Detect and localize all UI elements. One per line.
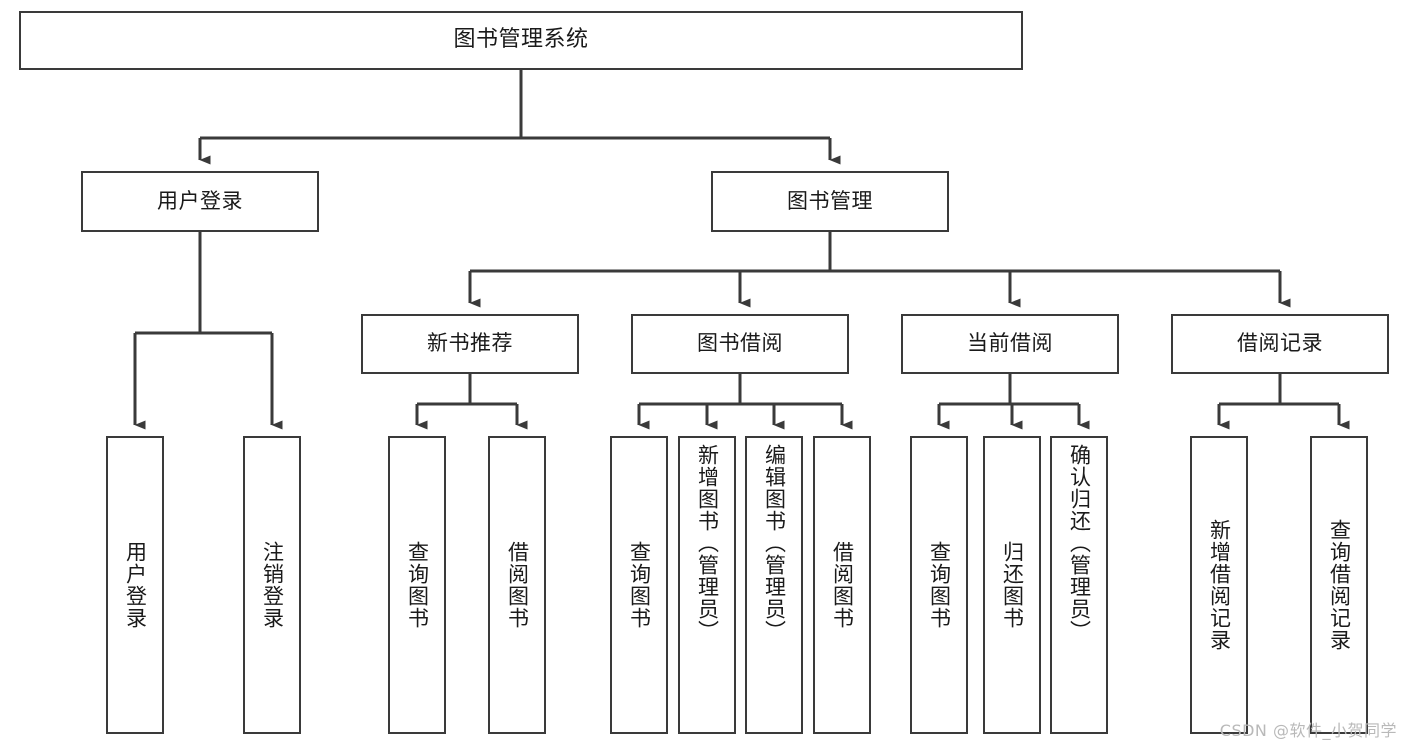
node-borrow-record[interactable]: 借阅记录 bbox=[1171, 314, 1389, 374]
node-root[interactable]: 图书管理系统 bbox=[19, 11, 1023, 70]
node-leaf-user-login-label: 用户登录 bbox=[123, 541, 148, 629]
watermark-text: CSDN @软件_小贺同学 bbox=[1219, 721, 1397, 740]
node-leaf-query-book-3-label: 查询图书 bbox=[927, 541, 952, 629]
node-new-book-recommend-label: 新书推荐 bbox=[427, 331, 513, 356]
node-leaf-return-book[interactable]: 归还图书 bbox=[983, 436, 1041, 734]
node-leaf-query-book-1[interactable]: 查询图书 bbox=[388, 436, 446, 734]
node-new-book-recommend[interactable]: 新书推荐 bbox=[361, 314, 579, 374]
node-leaf-logout[interactable]: 注销登录 bbox=[243, 436, 301, 734]
node-leaf-user-login[interactable]: 用户登录 bbox=[106, 436, 164, 734]
node-leaf-query-book-2-label: 查询图书 bbox=[627, 541, 652, 629]
node-leaf-edit-book-label: 编辑图书（管理员） bbox=[762, 444, 787, 642]
node-leaf-add-book-label: 新增图书（管理员） bbox=[695, 444, 720, 642]
node-leaf-borrow-book-2[interactable]: 借阅图书 bbox=[813, 436, 871, 734]
node-leaf-logout-label: 注销登录 bbox=[260, 541, 285, 629]
node-leaf-return-book-label: 归还图书 bbox=[1000, 541, 1025, 629]
node-leaf-confirm-return-label: 确认归还（管理员） bbox=[1067, 444, 1092, 642]
node-leaf-add-borrow-record-label: 新增借阅记录 bbox=[1207, 519, 1232, 651]
node-leaf-borrow-book-1[interactable]: 借阅图书 bbox=[488, 436, 546, 734]
node-leaf-query-book-3[interactable]: 查询图书 bbox=[910, 436, 968, 734]
node-book-manage[interactable]: 图书管理 bbox=[711, 171, 949, 232]
node-root-label: 图书管理系统 bbox=[453, 27, 589, 53]
node-leaf-query-book-1-label: 查询图书 bbox=[405, 541, 430, 629]
node-borrow-record-label: 借阅记录 bbox=[1237, 331, 1323, 356]
node-leaf-add-borrow-record[interactable]: 新增借阅记录 bbox=[1190, 436, 1248, 734]
node-leaf-borrow-book-2-label: 借阅图书 bbox=[830, 541, 855, 629]
node-leaf-query-borrow-record-label: 查询借阅记录 bbox=[1327, 519, 1352, 651]
node-leaf-add-book[interactable]: 新增图书（管理员） bbox=[678, 436, 736, 734]
node-book-borrow[interactable]: 图书借阅 bbox=[631, 314, 849, 374]
node-user-login[interactable]: 用户登录 bbox=[81, 171, 319, 232]
node-leaf-query-borrow-record[interactable]: 查询借阅记录 bbox=[1310, 436, 1368, 734]
node-leaf-borrow-book-1-label: 借阅图书 bbox=[505, 541, 530, 629]
node-current-borrow[interactable]: 当前借阅 bbox=[901, 314, 1119, 374]
node-leaf-confirm-return[interactable]: 确认归还（管理员） bbox=[1050, 436, 1108, 734]
node-leaf-edit-book[interactable]: 编辑图书（管理员） bbox=[745, 436, 803, 734]
node-book-borrow-label: 图书借阅 bbox=[697, 331, 783, 356]
node-current-borrow-label: 当前借阅 bbox=[967, 331, 1053, 356]
node-user-login-label: 用户登录 bbox=[157, 188, 243, 213]
node-book-manage-label: 图书管理 bbox=[787, 188, 873, 213]
node-leaf-query-book-2[interactable]: 查询图书 bbox=[610, 436, 668, 734]
